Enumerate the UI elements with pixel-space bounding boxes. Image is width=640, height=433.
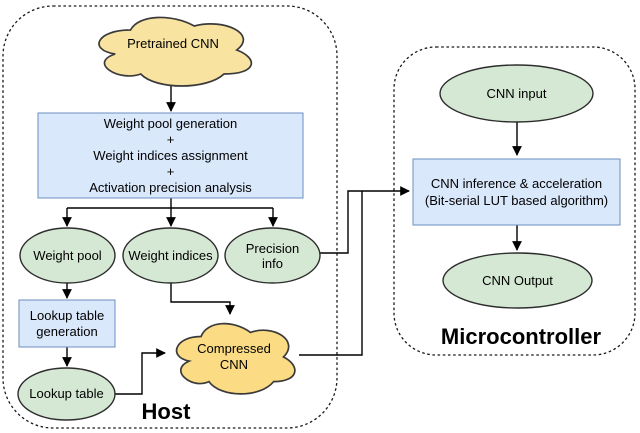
host-zone-label: Host xyxy=(141,399,191,424)
process-line-3: Activation precision analysis xyxy=(89,179,252,195)
pretrained-cnn-cloud xyxy=(98,16,253,87)
compressed-cnn-line-1: Compressed xyxy=(197,341,271,356)
weight-indices-label: Weight indices xyxy=(128,248,213,263)
cnn-input-ellipse xyxy=(439,64,594,123)
precision-info-ellipse xyxy=(224,227,321,284)
cnn-output-label: CNN Output xyxy=(482,273,553,288)
weight-pool-generation-box xyxy=(37,112,304,199)
precision-info-label: Precision info xyxy=(225,241,320,271)
cnn-input-label: CNN input xyxy=(486,86,547,101)
microcontroller-container-border xyxy=(393,46,636,356)
weight-pool-label: Weight pool xyxy=(33,248,102,263)
inference-line-2: (Bit-serial LUT based algorithm) xyxy=(424,193,609,208)
lookup-table-generation-label: Lookup table generation xyxy=(19,300,115,347)
pretrained-cnn-label: Pretrained CNN xyxy=(127,36,219,51)
connector-process-split xyxy=(67,198,273,209)
host-container-border xyxy=(2,5,338,429)
weight-pool-generation-label: Weight pool generation + Weight indices … xyxy=(38,113,303,198)
precision-info-line-1: Precision xyxy=(245,241,300,256)
arrow-weight-indices-to-compressed xyxy=(170,283,235,315)
process-plus-1: + xyxy=(166,131,175,147)
connector-compressed-to-inference xyxy=(299,191,363,356)
microcontroller-zone-label: Microcontroller xyxy=(440,324,602,349)
lookup-gen-line-2: generation xyxy=(36,323,98,339)
precision-info-line-2: info xyxy=(262,256,283,271)
compressed-cnn-label: Compressed CNN xyxy=(168,341,300,373)
inference-line-1: CNN inference & acceleration xyxy=(430,176,603,191)
lookup-table-generation-box xyxy=(18,299,116,348)
cnn-inference-box xyxy=(412,158,621,226)
lookup-gen-line-1: Lookup table xyxy=(29,307,105,323)
process-line-2: Weight indices assignment xyxy=(93,147,248,163)
arrow-precision-info-to-inference xyxy=(320,186,410,254)
weight-pool-ellipse xyxy=(19,227,116,284)
weight-indices-ellipse xyxy=(122,227,219,284)
compressed-cnn-line-2: CNN xyxy=(219,357,249,372)
lookup-table-ellipse xyxy=(17,367,116,421)
process-plus-2: + xyxy=(166,163,175,179)
arrow-lookup-table-to-compressed xyxy=(115,348,166,395)
compressed-cnn-cloud xyxy=(175,322,296,395)
process-line-1: Weight pool generation xyxy=(103,115,238,131)
cnn-inference-label: CNN inference & acceleration (Bit-serial… xyxy=(413,159,620,225)
lookup-table-label: Lookup table xyxy=(29,386,104,401)
cnn-output-ellipse xyxy=(442,252,593,309)
